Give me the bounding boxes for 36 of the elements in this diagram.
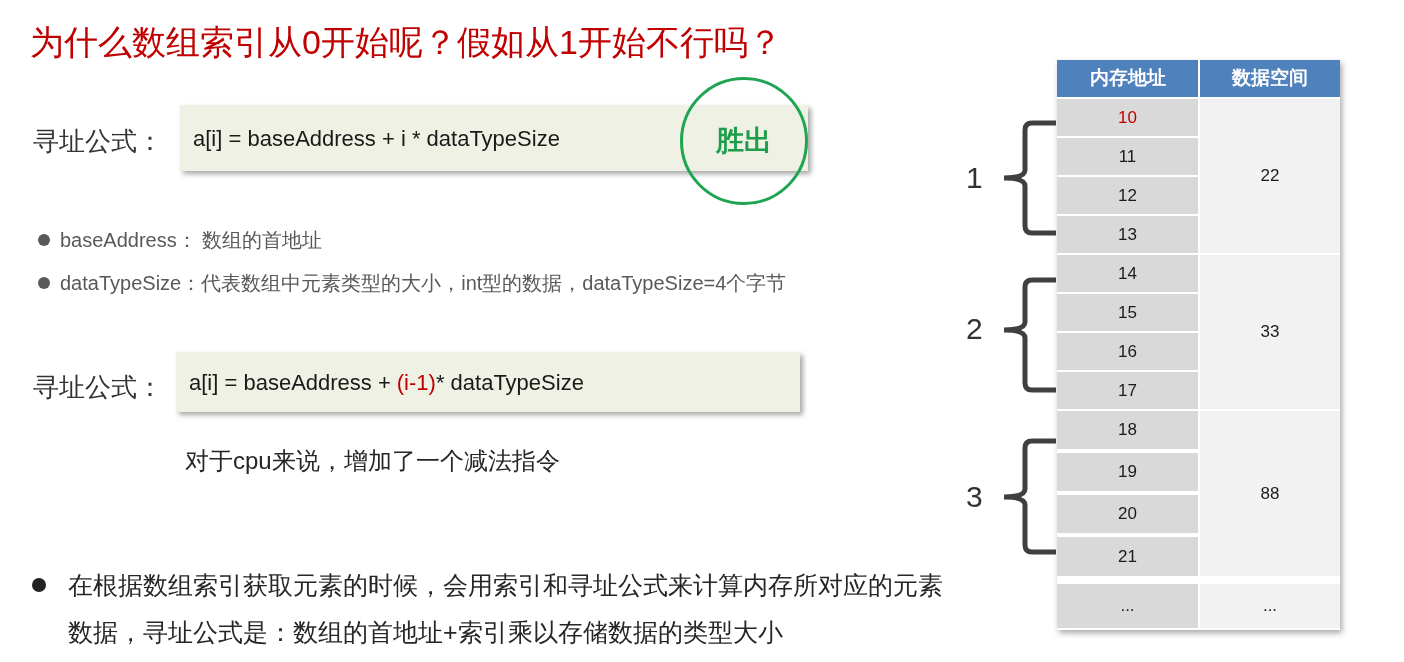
header-cell: 内存地址 bbox=[1057, 60, 1198, 97]
table-cell: 22 bbox=[1200, 99, 1340, 253]
circle-text: 胜出 bbox=[716, 124, 772, 158]
formula-box bbox=[180, 105, 808, 171]
table-cell: 13 bbox=[1057, 216, 1198, 253]
table-cell: 21 bbox=[1057, 537, 1198, 576]
formula-text: a[i] = baseAddress + bbox=[189, 368, 391, 397]
table-cell: 11 bbox=[1057, 138, 1198, 175]
formula-box bbox=[176, 352, 800, 412]
group-number: 1 bbox=[966, 160, 983, 196]
header-cell: 数据空间 bbox=[1200, 60, 1340, 97]
bullet-text: dataTypeSize：代表数组中元素类型的大小，int型的数据，dataTypeSize=4个字节 bbox=[60, 271, 787, 295]
highlighted-term: (i-1) bbox=[396, 368, 436, 397]
formula-text: * dataTypeSize bbox=[435, 368, 584, 397]
formula-label: 寻址公式： bbox=[33, 371, 163, 404]
bullet-text: 在根据数组索引获取元素的时候，会用索引和寻址公式来计算内存所对应的元素数据，寻址公式是：数组的首地址+索引乘以存储数据的类型大小 bbox=[68, 570, 944, 648]
table-cell: 12 bbox=[1057, 177, 1198, 214]
table-cell: 16 bbox=[1057, 333, 1198, 370]
formula-text: a[i] = baseAddress + i * dataTypeSize bbox=[193, 124, 560, 153]
table-cell: 10 bbox=[1057, 99, 1198, 136]
table-cell: ... bbox=[1200, 584, 1340, 628]
group-number: 3 bbox=[966, 479, 983, 515]
table-cell: 33 bbox=[1200, 255, 1340, 409]
table-cell: 88 bbox=[1200, 411, 1340, 576]
formula-label: 寻址公式： bbox=[33, 125, 163, 158]
note-text: 对于cpu来说，增加了一个减法指令 bbox=[185, 446, 560, 476]
table-cell: 19 bbox=[1057, 453, 1198, 491]
bullet-text: baseAddress： 数组的首地址 bbox=[60, 228, 323, 252]
table-cell: 17 bbox=[1057, 372, 1198, 409]
group-number: 2 bbox=[966, 311, 983, 347]
table-cell: ... bbox=[1057, 584, 1198, 628]
table-cell: 15 bbox=[1057, 294, 1198, 331]
title: 为什么数组索引从0开始呢？假如从1开始不行吗？ bbox=[30, 22, 782, 63]
table-cell: 14 bbox=[1057, 255, 1198, 292]
table-cell: 20 bbox=[1057, 495, 1198, 533]
table-cell: 18 bbox=[1057, 411, 1198, 449]
